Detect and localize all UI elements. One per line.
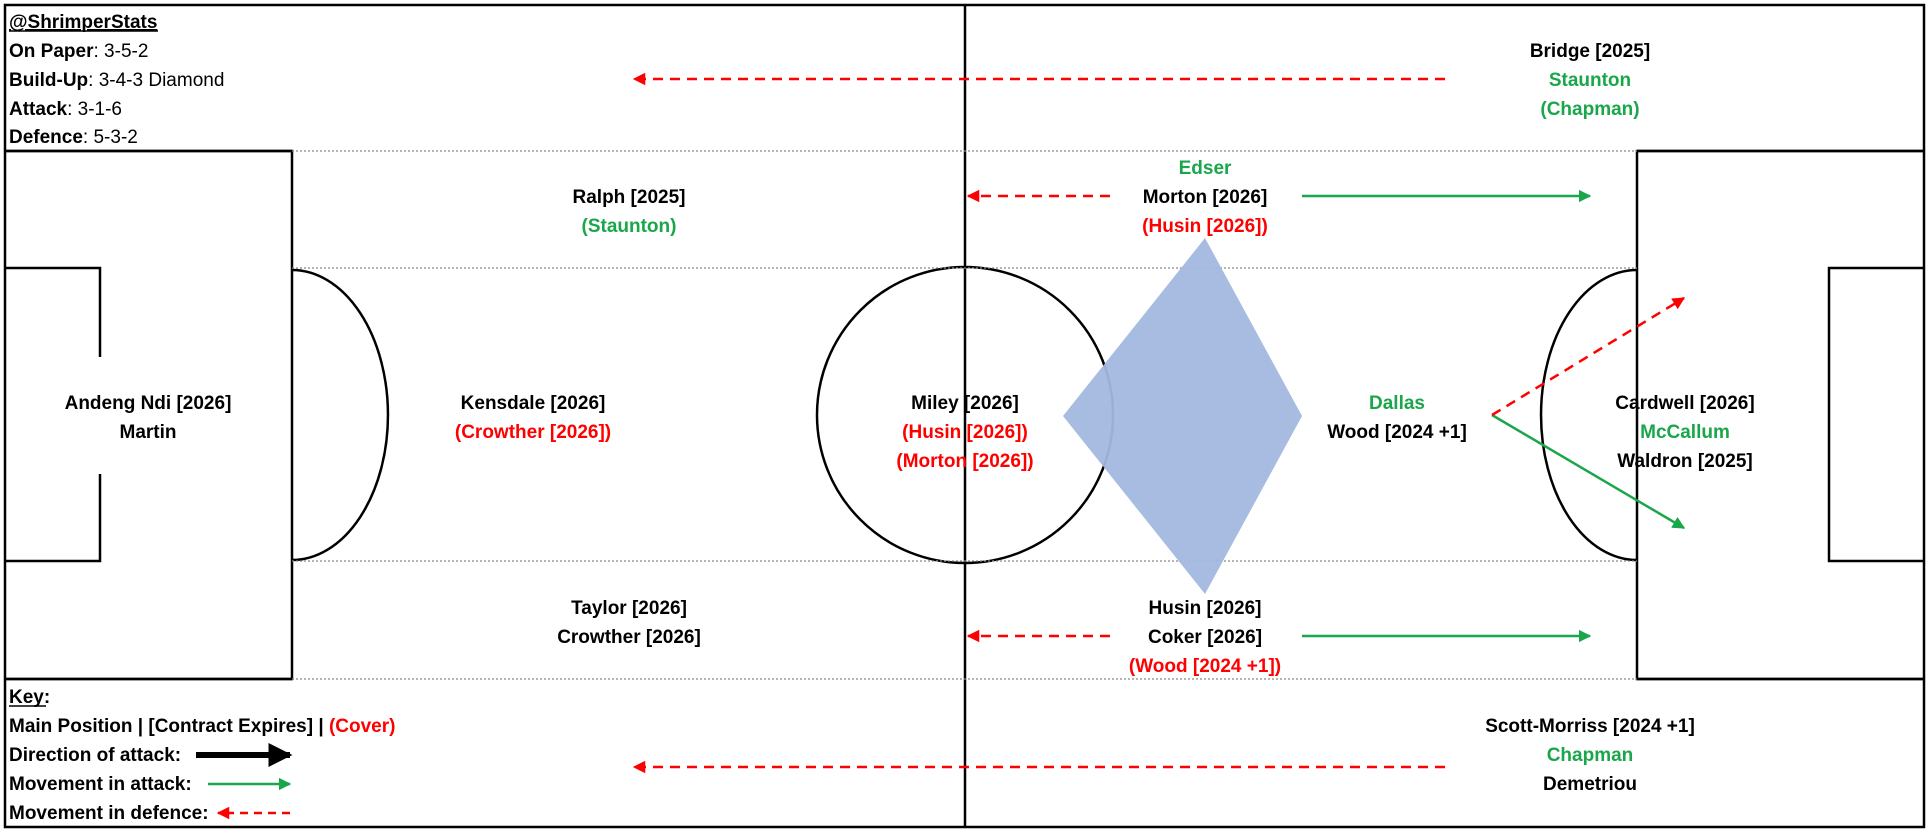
cb-center-cover: (Crowther [2026]) [455,422,611,443]
attack-arrow-am [1491,413,1686,530]
st-alt-green: McCallum [1640,422,1730,443]
lwb-alt-green: Chapman [1547,745,1634,766]
info-line: Attack: 3-1-6 [9,99,122,120]
credit: @ShrimperStats [9,12,157,33]
lwb-alt: Demetriou [1543,774,1637,795]
rwb-alt: Staunton [1549,70,1631,91]
dm-cover-1: (Husin [2026]) [902,422,1028,443]
movement-arrows [632,72,1686,774]
rwb-cover: (Chapman) [1540,99,1639,120]
cb-right-main: Ralph [2025] [573,187,686,208]
left-penalty-box [5,149,294,681]
lcm-main: Husin [2026] [1149,598,1262,619]
pitch-markings [3,3,1926,829]
key-direction: Direction of attack: [9,745,181,766]
player-labels: Andeng Ndi [2026] Martin Ralph [2025] (S… [65,41,1755,795]
lwb-main: Scott-Morriss [2024 +1] [1485,716,1695,737]
gk-main: Andeng Ndi [2026] [65,393,232,414]
info-line: Build-Up: 3-4-3 Diamond [9,70,224,91]
left-six-yard-box [5,266,102,357]
key-attack: Movement in attack: [9,774,192,795]
rwb-main: Bridge [2025] [1530,41,1650,62]
defence-arrow-am [1491,296,1686,417]
key-legend: Main Position | [Contract Expires] | (Co… [9,716,395,737]
right-penalty-box [1635,149,1924,681]
rcm-top: Edser [1179,158,1232,179]
right-six-yard-box [1827,266,1924,563]
gk-alt: Martin [120,422,177,443]
dm-main: Miley [2026] [911,393,1019,414]
am-top: Dallas [1369,393,1425,414]
am-main: Wood [2024 +1] [1327,422,1467,443]
legend-key: Key: Main Position | [Contract Expires] … [9,687,395,824]
key-defence: Movement in defence: [9,803,209,824]
cb-left-alt: Crowther [2026] [557,627,701,648]
formation-info: @ShrimperStats On Paper: 3-5-2 Build-Up:… [9,12,224,148]
rcm-cover: (Husin [2026]) [1142,216,1268,237]
key-title: Key: [9,687,50,708]
lane-lines [292,150,1637,680]
cb-right-cover: (Staunton) [582,216,677,237]
left-six-yard-box-lower [5,474,102,563]
info-line: On Paper: 3-5-2 [9,41,148,62]
rcm-main: Morton [2026] [1143,187,1268,208]
build-up-diamond [1063,238,1302,594]
st-alt: Waldron [2025] [1617,451,1753,472]
cb-left-main: Taylor [2026] [571,598,687,619]
left-penalty-arc [291,268,390,562]
cb-center-main: Kensdale [2026] [461,393,606,414]
st-main: Cardwell [2026] [1615,393,1754,414]
dm-cover-2: (Morton [2026]) [896,451,1033,472]
info-line: Defence: 5-3-2 [9,127,138,148]
lcm-alt: Coker [2026] [1148,627,1262,648]
lcm-cover: (Wood [2024 +1]) [1129,656,1281,677]
right-penalty-arc [1539,268,1638,562]
